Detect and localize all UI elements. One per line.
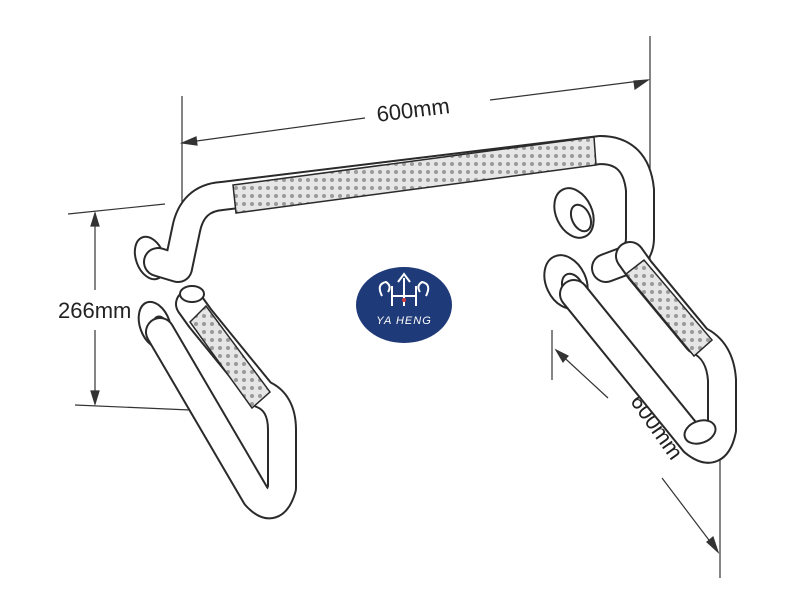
top-width-arrow-left	[179, 136, 198, 146]
right-upper-flange-group	[553, 187, 595, 239]
side-arrow-top	[554, 348, 569, 364]
top-width-line-right	[489, 79, 649, 101]
height-label: 266mm	[58, 298, 131, 323]
left-bar-grip	[189, 304, 272, 410]
top-width-arrow-right	[633, 79, 651, 91]
height-arrow-top	[90, 210, 100, 227]
right-upper-flange-inner	[569, 203, 593, 233]
side-arrow-bottom	[706, 535, 720, 554]
logo-red-dot	[402, 298, 406, 302]
right-bar-end-cap	[683, 419, 717, 445]
left-side-bar	[145, 285, 297, 520]
side-line-bottom	[661, 477, 719, 553]
top-bar-grip	[232, 136, 597, 214]
ya-heng-logo: YA HENG	[356, 267, 452, 343]
height-extension-top	[67, 203, 166, 215]
top-width-label: 600mm	[375, 93, 451, 127]
side-length-dimension	[551, 330, 721, 578]
height-dimension	[67, 203, 191, 411]
left-bar-joint	[179, 285, 205, 303]
top-width-line-left	[181, 117, 366, 144]
height-extension-bottom	[74, 404, 191, 411]
logo-text: YA HENG	[376, 315, 432, 327]
right-side-bar	[559, 241, 737, 464]
height-arrow-bottom	[90, 390, 100, 407]
right-bar-grip	[624, 258, 714, 358]
